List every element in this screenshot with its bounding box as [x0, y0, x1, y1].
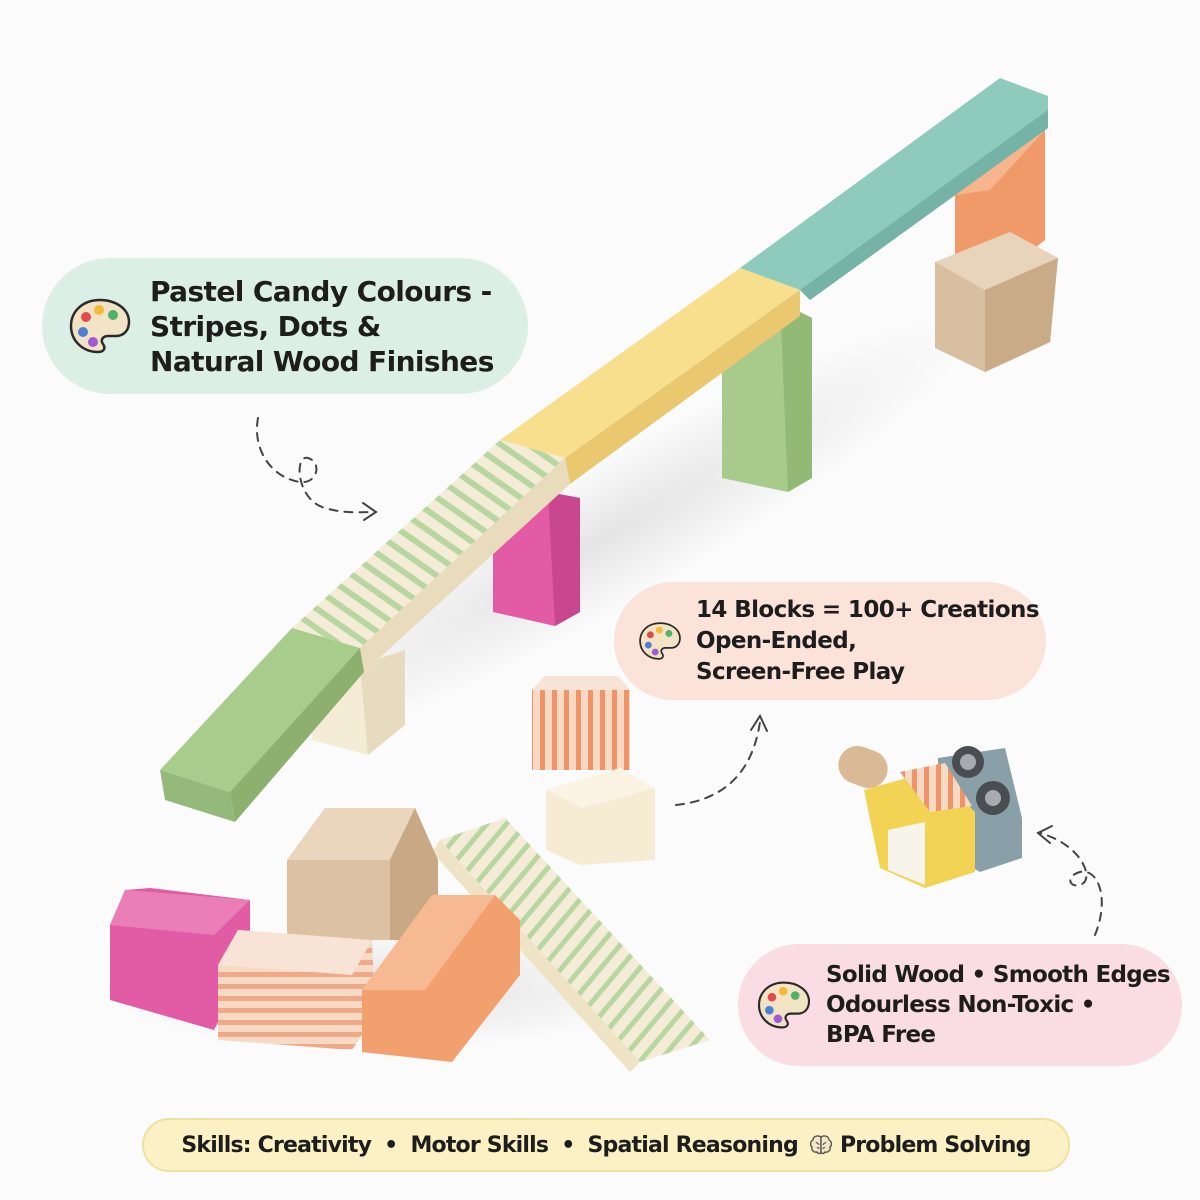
beam-striped-green-block [292, 440, 570, 672]
skills-label: Skills: Creativity [181, 1132, 372, 1158]
beam-yellow-block [500, 268, 800, 484]
palette-icon [639, 622, 681, 660]
callout-line: 14 Blocks = 100+ Creations [696, 596, 1040, 623]
arrowhead [1036, 825, 1053, 844]
blocks-callout: 14 Blocks = 100+ Creations Open-Ended, S… [614, 582, 1046, 700]
magenta-block [110, 888, 250, 1030]
arrowhead [362, 502, 378, 521]
arrow-to-bridge [255, 417, 374, 514]
orange-block [362, 895, 520, 1062]
arrow-to-car [1039, 832, 1103, 936]
callout-line: Solid Wood • Smooth Edges [826, 962, 1171, 988]
colours-callout: Pastel Candy Colours - Stripes, Dots & N… [42, 258, 528, 394]
support-natural-wood-block [935, 232, 1058, 372]
callout-line: Open-Ended, [696, 627, 857, 654]
arrowhead [750, 713, 768, 732]
skill-item: Motor Skills [410, 1132, 549, 1158]
skill-item: Problem Solving [839, 1132, 1031, 1158]
safety-callout: Solid Wood • Smooth Edges Odourless Non-… [738, 944, 1182, 1066]
separator: • [561, 1132, 575, 1158]
separator: • [384, 1132, 398, 1158]
callout-line: Screen-Free Play [696, 658, 905, 685]
support-cream-block [312, 650, 405, 755]
cream-cube [546, 768, 655, 865]
striped-orange-block [218, 930, 375, 1050]
beam-teal-block [740, 78, 1048, 300]
callout-line: Odourless Non-Toxic • [826, 992, 1095, 1018]
callout-line: Natural Wood Finishes [150, 344, 494, 378]
arrow-to-blocks [675, 721, 761, 806]
skills-bar: Skills: Creativity • Motor Skills • Spat… [142, 1118, 1070, 1172]
palette-icon [69, 298, 131, 354]
striped-orange-cube [532, 676, 630, 770]
palette-icon [757, 981, 811, 1029]
callout-line: BPA Free [826, 1022, 936, 1048]
callout-line: Stripes, Dots & [150, 309, 381, 343]
beam-green-block [160, 628, 364, 822]
toy-car [838, 745, 1022, 888]
skill-item: Spatial Reasoning [587, 1132, 798, 1158]
callout-line: Pastel Candy Colours - [150, 274, 492, 308]
brain-icon [809, 1135, 833, 1155]
